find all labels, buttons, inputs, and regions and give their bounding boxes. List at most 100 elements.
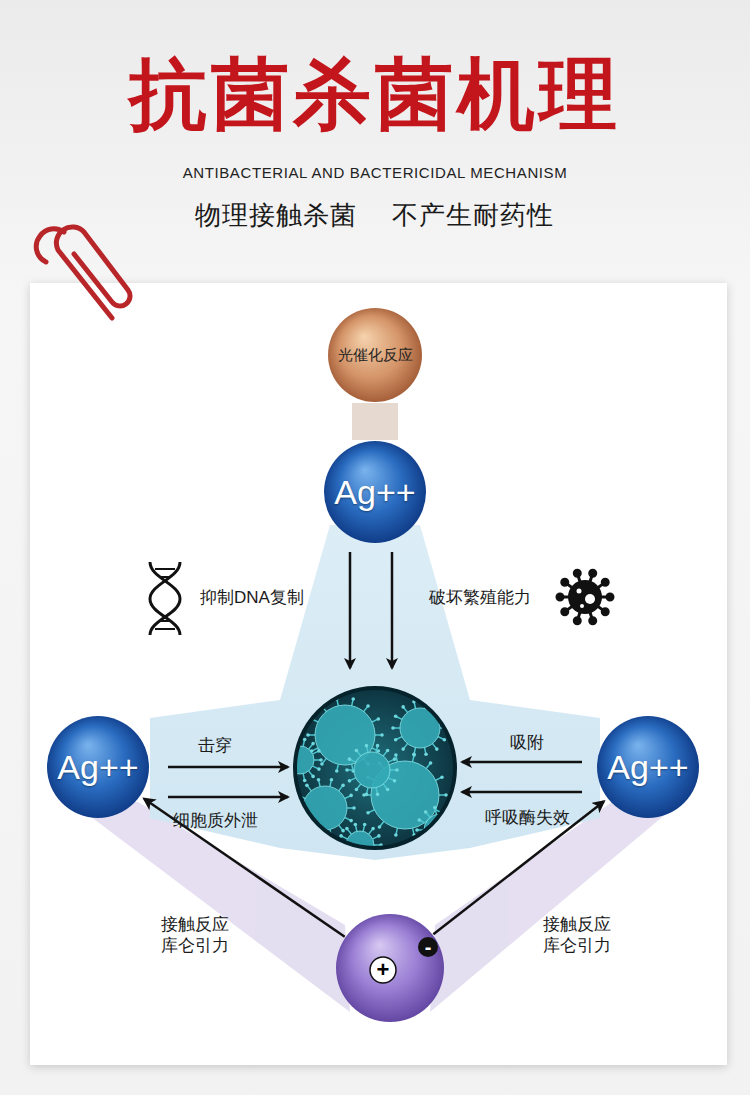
bacteria-illustration [297, 807, 303, 809]
bacteria-illustration [363, 859, 364, 865]
bacteria-illustration [319, 781, 320, 787]
bacteria-illustration [354, 752, 390, 788]
bacteria-illustration [285, 775, 289, 779]
bacteria-illustration [350, 760, 355, 763]
bacteria-illustration [340, 844, 346, 846]
bacteria-illustration [355, 788, 359, 792]
bacteria-illustration [342, 851, 347, 854]
bacteria-illustration [313, 748, 318, 751]
bacteria-illustration [369, 856, 373, 861]
bacteria-illustration [432, 708, 436, 713]
bacteria-illustration [277, 758, 281, 762]
bacteria-illustration [424, 703, 425, 709]
bacteria-illustration [294, 738, 298, 742]
bacteria-illustration [432, 744, 436, 749]
bacteria-illustration [349, 794, 353, 798]
virus-icon [602, 609, 608, 615]
bacteria-illustration [438, 737, 443, 740]
bacteria-illustration [435, 705, 439, 709]
bacteria-illustration [354, 864, 358, 868]
virus-icon [562, 609, 568, 615]
bacteria-illustration [347, 807, 353, 809]
bacteria-illustration [354, 823, 358, 827]
bacteria-illustration [303, 738, 307, 742]
bacteria-illustration [337, 843, 341, 847]
bacteria-illustration [352, 806, 356, 810]
link-band [352, 403, 398, 440]
bacteria-illustration [300, 818, 305, 821]
bacteria-illustration [346, 831, 374, 859]
bacteria-illustration [319, 758, 323, 762]
bacteria-illustration [440, 811, 444, 815]
dna-icon [150, 562, 180, 635]
bacteria-illustration [453, 810, 457, 814]
slogan: 不产生耐药性 [392, 198, 554, 233]
bacteria-illustration [417, 838, 421, 842]
mechanism-label: 破坏繁殖能力 [429, 586, 531, 609]
bacteria-illustration [383, 784, 387, 789]
bacteria-illustration [433, 806, 437, 810]
bacteria-illustration [295, 688, 455, 848]
virus-icon [568, 580, 602, 614]
bacteria-illustration [453, 846, 457, 850]
action-arrows [168, 766, 288, 769]
bacteria-illustration [348, 757, 352, 761]
bacteria-illustration [356, 826, 357, 832]
action-arrows [168, 796, 288, 799]
bacteria-illustration [345, 818, 350, 821]
bacteria-illustration [377, 834, 381, 838]
bacteria-illustration [391, 726, 395, 730]
charge-sphere: +- [335, 913, 445, 1023]
bacteria-illustration [367, 788, 368, 794]
bacteria-illustration [426, 764, 430, 769]
bacteria-illustration [350, 778, 355, 781]
bacteria-illustration [314, 759, 320, 761]
bacteria-illustration [357, 784, 361, 789]
bacteria-illustration [376, 793, 380, 797]
dna-icon [150, 562, 180, 635]
action-arrows [391, 552, 394, 668]
bacteria-illustration [450, 843, 454, 848]
bacteria-illustration [393, 757, 397, 761]
bacteria-illustration [306, 733, 310, 737]
bacteria-illustration [313, 766, 318, 769]
bacteria-illustration [297, 819, 301, 823]
node-text: 光催化反应 [338, 346, 413, 365]
virus-icon [574, 570, 580, 576]
virus-icon [607, 594, 613, 600]
blue-glow [150, 525, 600, 860]
mechanism-label: 抑制DNA复制 [200, 586, 304, 609]
charge-sphere-shape [335, 913, 445, 1023]
node-text: Ag++ [334, 473, 415, 512]
bacteria-illustration [280, 759, 286, 761]
bacteria-illustration [369, 829, 373, 834]
bacteria-illustration [317, 767, 321, 771]
bacteria-illustration [279, 749, 283, 753]
virus-icon [574, 618, 580, 624]
virus-icon [602, 579, 608, 585]
bacteria-illustration [395, 768, 399, 772]
bacteria-illustration [309, 744, 313, 749]
bacteria-illustration [288, 744, 292, 749]
bacteria-illustration [330, 778, 334, 782]
bacteria-illustration [303, 741, 304, 747]
silver-ion-sphere: Ag++ [323, 440, 427, 544]
action-arrows [168, 552, 582, 797]
bacteria-illustration [429, 825, 433, 829]
dna-icon [159, 620, 171, 622]
bacteria-illustration [400, 708, 440, 748]
bacteria-illustration [303, 779, 307, 783]
bacteria-illustration [424, 747, 425, 753]
bacteria-illustration [320, 762, 324, 766]
bacteria-illustration [426, 813, 430, 818]
bacteria-illustration [438, 717, 443, 720]
action-arrows [462, 791, 582, 794]
charge-sign: - [425, 936, 432, 959]
sphere [336, 914, 444, 1022]
bacteria-illustration [373, 851, 378, 854]
bacteria-illustration [345, 860, 349, 864]
bacteria-illustration [335, 697, 339, 701]
bacteria-illustration [376, 747, 377, 753]
bacteria-illustration [330, 781, 331, 787]
action-arrows [349, 552, 352, 668]
